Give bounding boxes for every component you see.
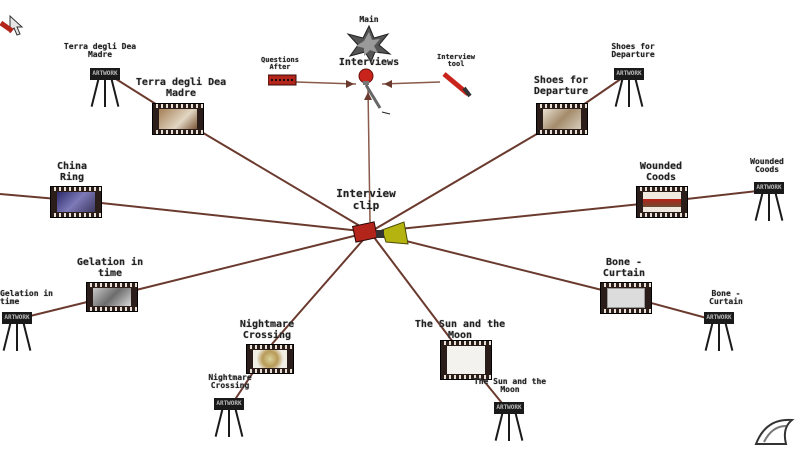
film-clip-bone[interactable] [600, 282, 652, 314]
main-interviews-label: Interviews [338, 57, 400, 68]
sun-clip-label: The Sun and the Moon [414, 319, 506, 341]
camera-icon[interactable] [350, 216, 410, 252]
gelation-clip-label: Gelation in time [76, 257, 144, 279]
sun-easel-label: The Sun and the Moon [473, 377, 547, 395]
easel-leg [628, 79, 630, 107]
easel-board: ARTWORK [614, 68, 644, 80]
film-clip-china[interactable] [50, 186, 102, 218]
easel-board: ARTWORK [214, 398, 244, 410]
easel-leg [214, 409, 224, 437]
main-interviews-top-label: Main [359, 15, 379, 24]
pointer-tool-icon[interactable] [0, 14, 26, 38]
easel-leg [104, 79, 106, 107]
link-hub-gelation [127, 231, 371, 293]
clip-thumbnail [543, 109, 581, 129]
clip-thumbnail [159, 109, 197, 129]
hammer-icon[interactable] [440, 70, 472, 100]
link-hub-madre [177, 117, 371, 233]
shoes-clip-label: Shoes for Departure [533, 75, 589, 97]
china-clip-label: China Ring [56, 161, 88, 183]
wounded-easel-label: Wounded Coods [750, 157, 784, 175]
easel-leg [90, 79, 100, 107]
clip-thumbnail [57, 192, 95, 212]
clip-thumbnail [643, 192, 681, 212]
link-hub-nightmare [271, 231, 371, 345]
film-clip-gelation[interactable] [86, 282, 138, 312]
easel-leg [494, 413, 504, 441]
easel-shoes[interactable]: ARTWORK [612, 68, 646, 108]
easel-bone[interactable]: ARTWORK [702, 312, 736, 352]
link-hub-bone [369, 231, 619, 295]
link-hub-shoes [369, 117, 565, 233]
shoes-easel-label: Shoes for Departure [611, 42, 655, 60]
film-clip-madre[interactable] [152, 103, 204, 135]
wounded-clip-label: Wounded Coods [639, 161, 683, 183]
nightmare-clip-label: Nightmare Crossing [239, 319, 295, 341]
easel-leg [768, 193, 770, 221]
easel-leg [2, 323, 12, 351]
easel-leg [704, 323, 714, 351]
easel-leg [774, 193, 784, 221]
easel-leg [508, 413, 510, 441]
easel-board: ARTWORK [2, 312, 32, 324]
easel-leg [514, 413, 524, 441]
film-clip-wounded[interactable] [636, 186, 688, 218]
easel-leg [614, 79, 624, 107]
film-clip-shoes[interactable] [536, 103, 588, 135]
questions-label: Questions After [261, 56, 299, 72]
easel-leg [16, 323, 18, 351]
madre-clip-label: Terra degli Dea Madre [135, 77, 227, 99]
easel-nightmare[interactable]: ARTWORK [212, 398, 246, 438]
star-icon[interactable] [344, 24, 394, 62]
bone-clip-label: Bone - Curtain [602, 257, 646, 279]
easel-board: ARTWORK [90, 68, 120, 80]
interview-tool-label: Interview tool [437, 53, 475, 69]
clip-thumbnail [93, 288, 131, 306]
link-hub-main [367, 87, 371, 223]
easel-leg [634, 79, 644, 107]
nightmare-easel-label: Nightmare Crossing [208, 373, 252, 391]
bone-easel-label: Bone - Curtain [709, 289, 743, 307]
link-hub-sun [369, 231, 463, 355]
gelation-easel-label: Gelation in time [0, 289, 53, 307]
easel-sun[interactable]: ARTWORK [492, 402, 526, 442]
easel-madre[interactable]: ARTWORK [88, 68, 122, 108]
film-clip-nightmare[interactable] [246, 344, 294, 374]
easel-leg [718, 323, 720, 351]
clip-thumbnail [253, 350, 287, 368]
clip-thumbnail [447, 346, 485, 374]
easel-leg [22, 323, 32, 351]
questions-tool-icon[interactable] [268, 72, 298, 88]
easel-leg [754, 193, 764, 221]
link-hub-wounded [369, 201, 661, 233]
easel-leg [228, 409, 230, 437]
clip-thumbnail [607, 288, 645, 308]
easel-leg [234, 409, 244, 437]
easel-board: ARTWORK [494, 402, 524, 414]
corner-logo-icon [754, 418, 795, 445]
easel-gelation[interactable]: ARTWORK [0, 312, 34, 352]
film-clip-sun[interactable] [440, 340, 492, 380]
hub-label: Interview clip [336, 187, 396, 212]
easel-leg [724, 323, 734, 351]
easel-board: ARTWORK [704, 312, 734, 324]
easel-wounded[interactable]: ARTWORK [752, 182, 786, 222]
madre-easel-label: Terra degli Dea Madre [63, 42, 137, 60]
link-arrowheads [346, 80, 392, 100]
link-hub-china [91, 201, 371, 233]
microphone-icon[interactable] [354, 68, 394, 120]
easel-board: ARTWORK [754, 182, 784, 194]
